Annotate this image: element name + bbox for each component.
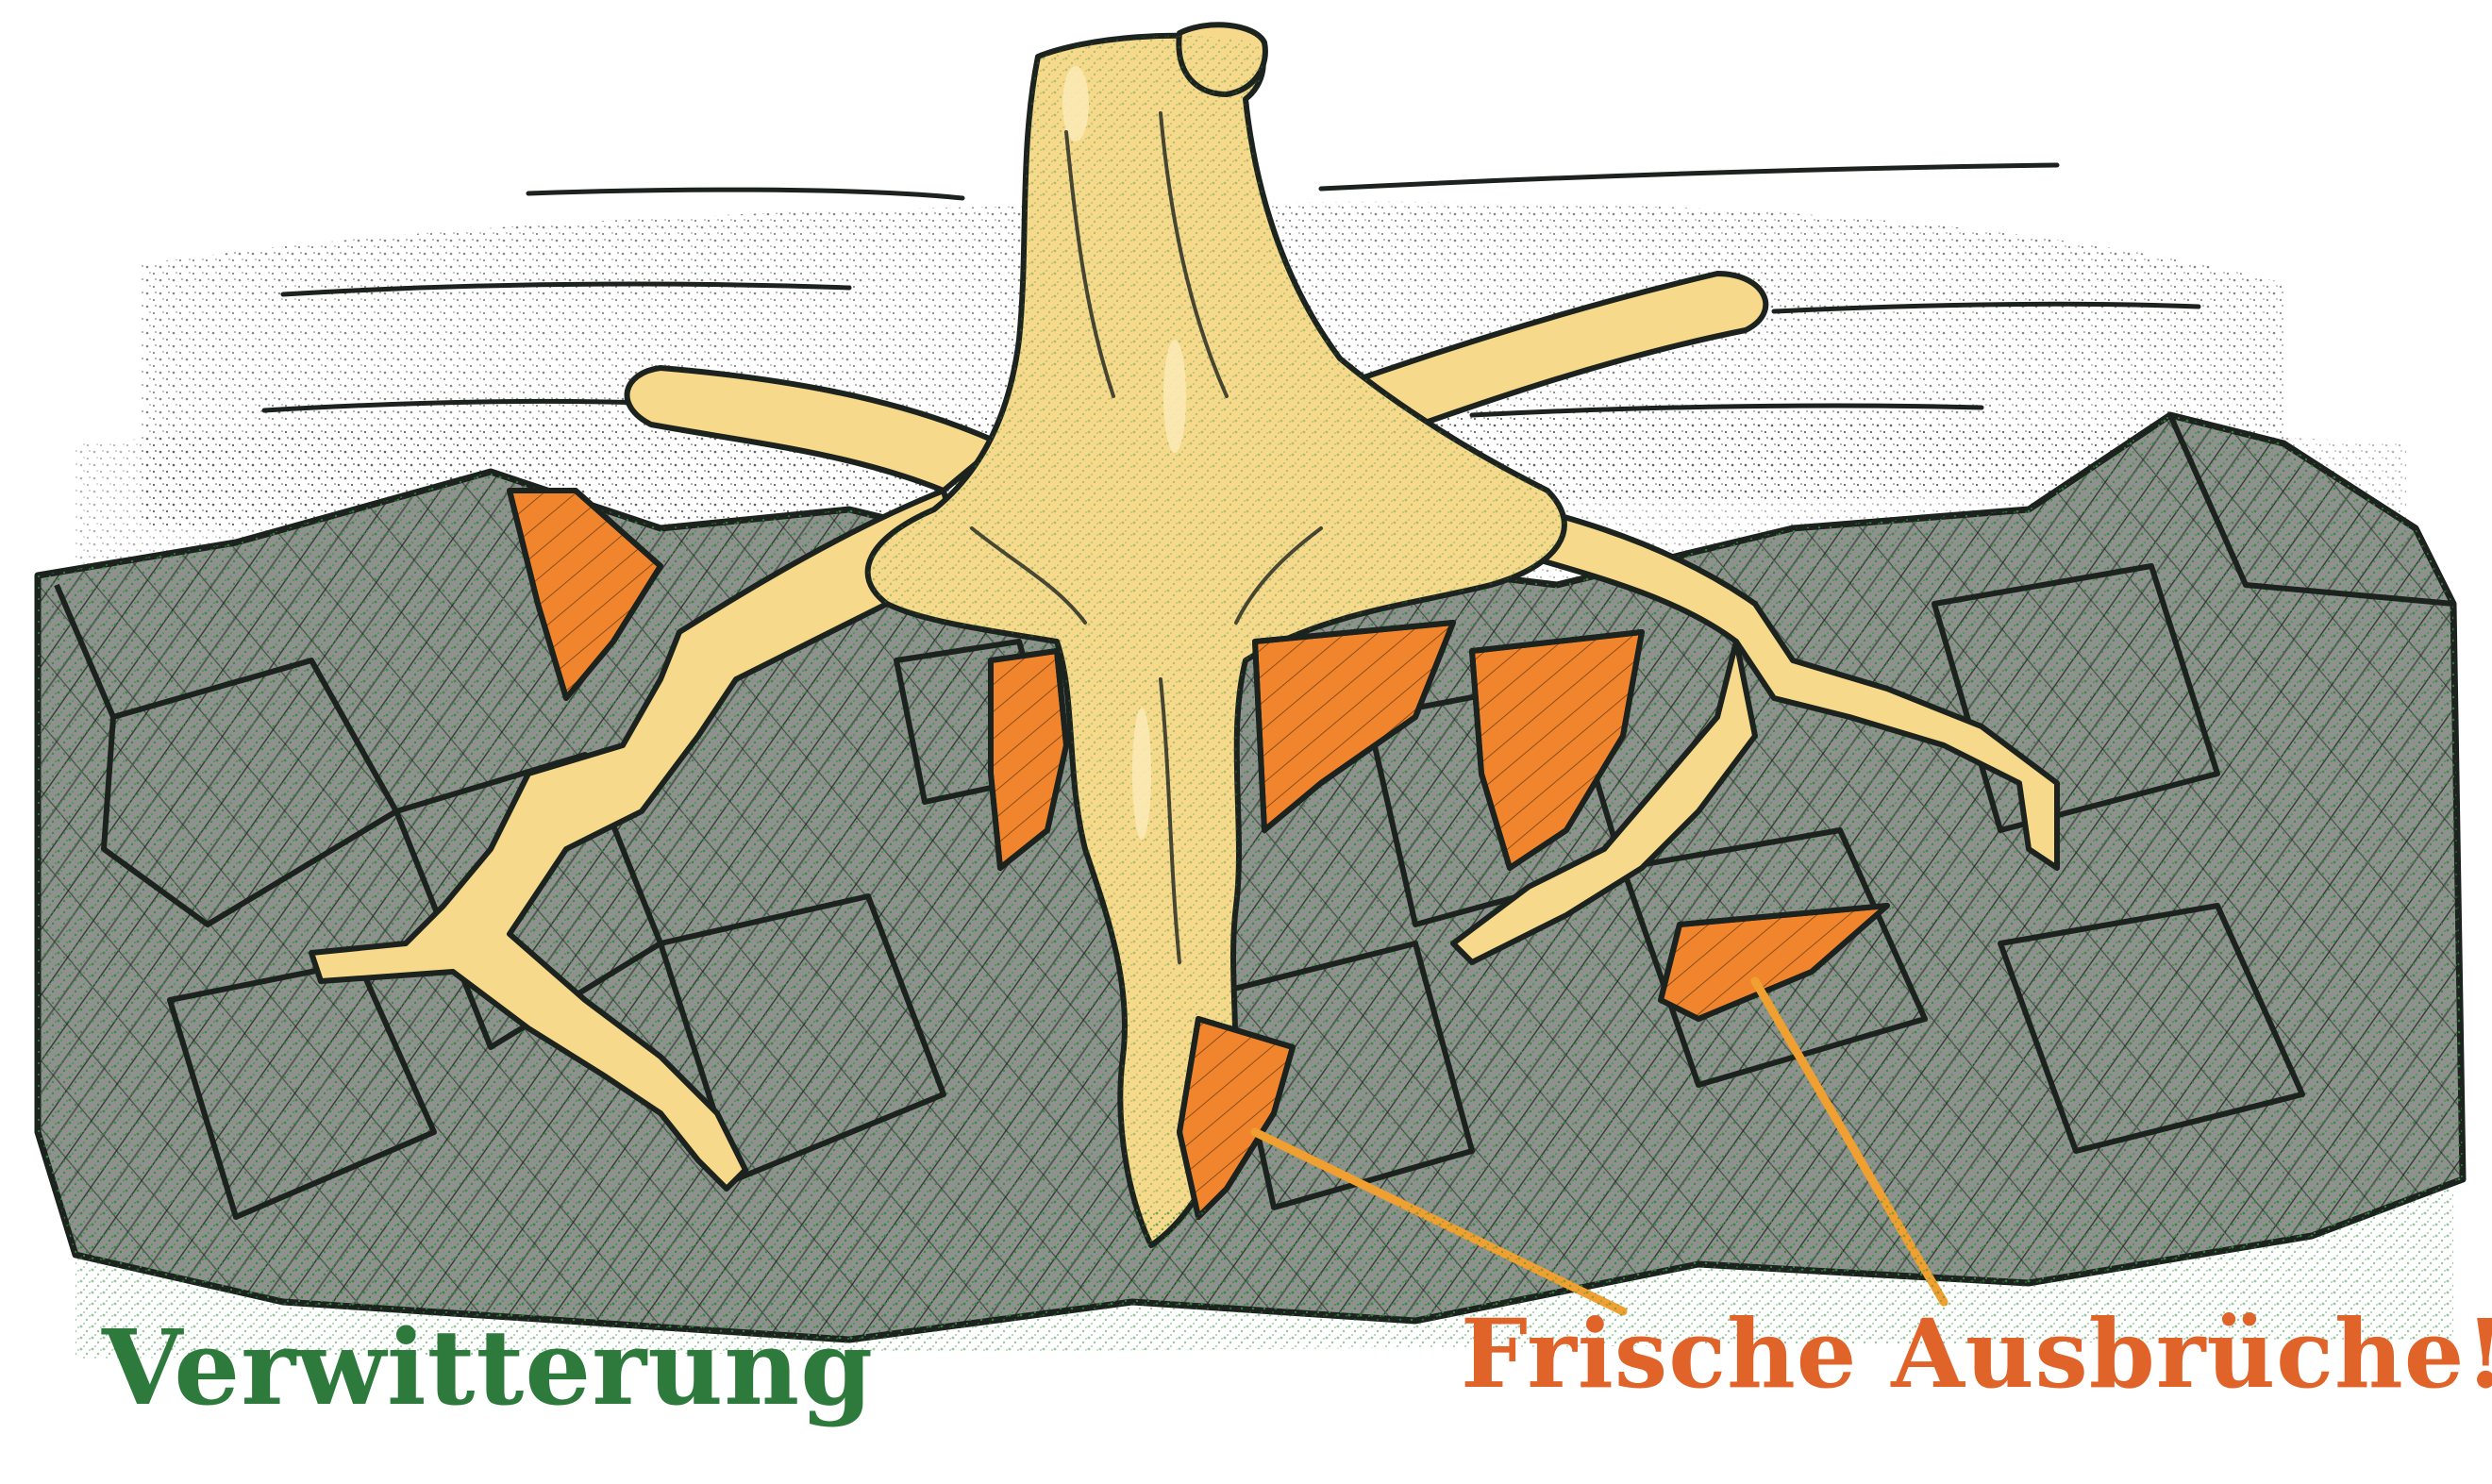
label-fresh-breakouts: Frische Ausbrüche! [1461,1307,2492,1401]
label-weathering: Verwitterung [102,1316,874,1420]
